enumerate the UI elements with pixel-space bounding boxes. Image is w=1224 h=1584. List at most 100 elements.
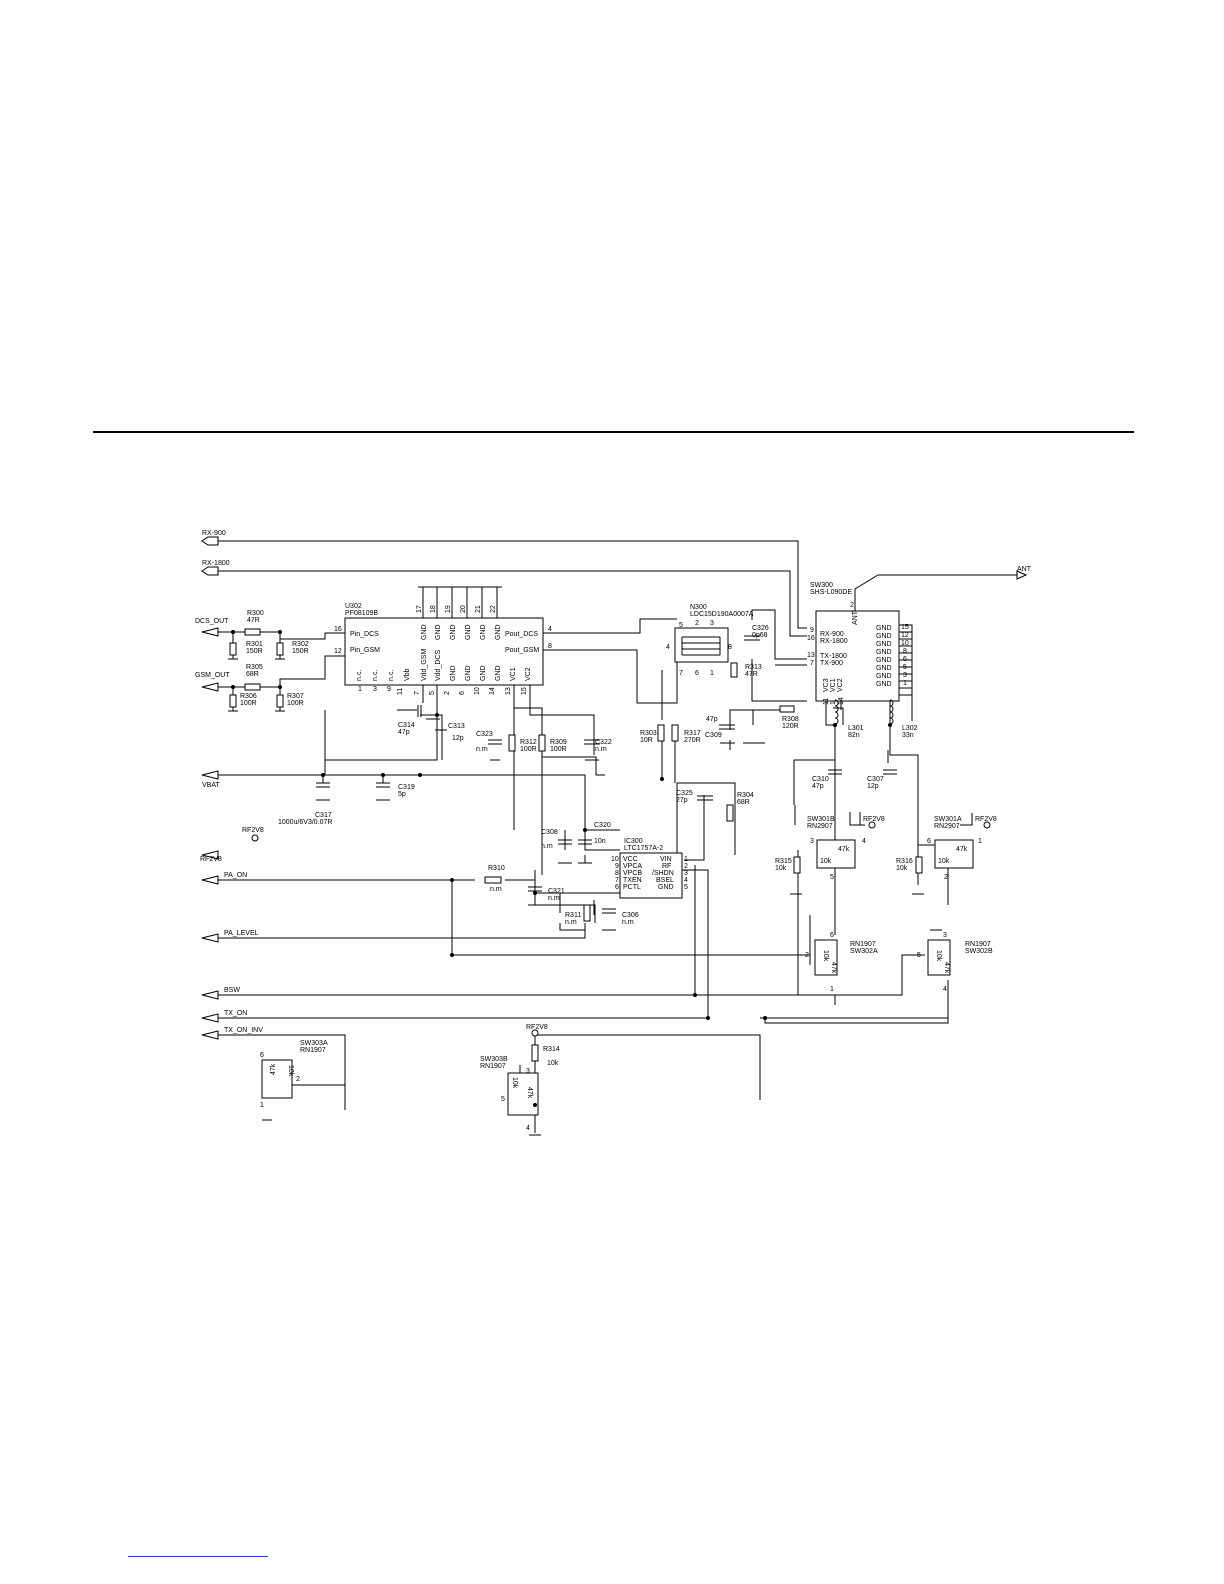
sw302b-r2: 47k: [943, 962, 950, 974]
sw300-gnd1: GND: [876, 625, 892, 632]
c326-ref: C326: [752, 625, 769, 632]
r311-value: n.m: [565, 919, 577, 926]
u302-bot-vbb: Vbb: [404, 668, 411, 681]
sw302b-pin3: 3: [943, 932, 947, 939]
u302-ref: U302: [345, 603, 362, 610]
u302-pin-gsm: Pin_GSM: [350, 647, 380, 654]
inductor-bodies: [834, 699, 894, 725]
c307-value: 12p: [867, 783, 879, 790]
sw303b-pin3: 3: [526, 1068, 530, 1075]
sw301a-pin2: 2: [944, 874, 948, 881]
c310-ref: C310: [812, 776, 829, 783]
r306-ref: R306: [240, 693, 257, 700]
ground-symbols: [228, 658, 942, 1136]
sw300-gnd3: GND: [876, 641, 892, 648]
components: [261, 586, 974, 1116]
sw300-tx900: TX-900: [820, 660, 843, 667]
c322-value: n.m: [595, 746, 607, 753]
r302-value: 150R: [292, 648, 309, 655]
port-tx-on: TX_ON: [224, 1010, 247, 1017]
ic300-txen: TXEN: [623, 877, 642, 884]
sw300-gnd2: GND: [876, 633, 892, 640]
u302-pin-dcs: Pin_DCS: [350, 631, 379, 638]
r308-ref: R308: [782, 716, 799, 723]
u302-top-gnd-1: GND: [421, 624, 428, 640]
c313-ref: C313: [448, 723, 465, 730]
l302-ref: L302: [902, 725, 918, 732]
u302-pin6: 6: [459, 691, 466, 695]
r316-ref: R316: [896, 858, 913, 865]
n300-pin4: 4: [666, 644, 670, 651]
ic300-pin4: 4: [684, 877, 688, 884]
c306-value: n.m: [622, 919, 634, 926]
r300-ref: R300: [247, 610, 264, 617]
supply-symbols: [251, 821, 991, 1037]
sw303b-ref: SW303B: [480, 1056, 508, 1063]
c309-value: 47p: [706, 716, 718, 723]
r313-ref: R313: [745, 664, 762, 671]
c309-ref: C309: [705, 732, 722, 739]
sw300-ref: SW300: [810, 582, 833, 589]
labels: RX-900 RX-1800 DCS_OUT GSM_OUT VBAT RF2V…: [195, 530, 1032, 1132]
sw302b-r1: 10k: [935, 950, 942, 962]
footer-link-underline[interactable]: [128, 1556, 268, 1557]
sw300-pin1-vc: 1: [830, 701, 837, 705]
r304-value: 68R: [737, 799, 750, 806]
sw300-pin9: 9: [810, 627, 814, 634]
c314-ref: C314: [398, 722, 415, 729]
port-bsw: BSW: [224, 987, 240, 994]
port-pa-on: PA_ON: [224, 872, 247, 879]
c323-ref: C323: [476, 731, 493, 738]
sw301a-r2: 10k: [938, 858, 950, 865]
sw300-vc2: VC2: [837, 678, 844, 692]
c323-value: n.m: [476, 746, 488, 753]
u302-bot-vc2: VC2: [525, 667, 532, 681]
r305-ref: R305: [246, 664, 263, 671]
u302-pin12: 12: [334, 648, 342, 655]
port-rx1800: RX-1800: [202, 560, 230, 567]
sw302a-pin6: 6: [830, 932, 834, 939]
sw303a-ref: SW303A: [300, 1040, 328, 1047]
ic300-vcc: VCC: [623, 856, 638, 863]
sw300-pin7: 7: [810, 660, 814, 667]
u302-top-18: 18: [430, 605, 437, 613]
u302-pin2: 2: [444, 691, 451, 695]
sw300-gpin8: 8: [903, 648, 907, 655]
port-vbat: VBAT: [202, 782, 220, 789]
port-ant: ANT: [1017, 566, 1032, 573]
sw301b-pin4: 4: [862, 838, 866, 845]
sw300-vc1: VC1: [830, 678, 837, 692]
r310-ref: R310: [488, 865, 505, 872]
n300-pin5: 5: [679, 622, 683, 629]
u302-bot-gnd1: GND: [450, 665, 457, 681]
sw303a-pin1: 1: [260, 1102, 264, 1109]
sw300-rx900: RX-900: [820, 631, 844, 638]
u302-pin13: 13: [505, 687, 512, 695]
sw301b-rf2v8: RF2V8: [863, 816, 885, 823]
sw303b-part: RN1907: [480, 1063, 506, 1070]
sw300-ant-pin: 2: [850, 602, 854, 609]
u302-bot-gnd2: GND: [465, 665, 472, 681]
r301-value: 150R: [246, 648, 263, 655]
u302-pout-dcs: Pout_DCS: [505, 631, 538, 638]
r314-value: 10k: [547, 1060, 559, 1067]
r308-value: 120R: [782, 723, 799, 730]
sw300-vc3: VC3: [823, 678, 830, 692]
sw301b-pin3: 3: [810, 838, 814, 845]
c308-value: n.m: [541, 843, 553, 850]
u302-pin16: 16: [334, 626, 342, 633]
sw301a-pin6: 6: [927, 838, 931, 845]
sw302b-pin4: 4: [943, 986, 947, 993]
u302-bot-nc3: n.c.: [388, 670, 395, 681]
n300-pin7: 7: [679, 670, 683, 677]
ic300-pin7: 7: [615, 877, 619, 884]
rf-schematic: RX-900 RX-1800 DCS_OUT GSM_OUT VBAT RF2V…: [195, 530, 1032, 1136]
r315-value: 10k: [775, 865, 787, 872]
sw301b-part: RN2907: [807, 823, 833, 830]
sw300-gpin10: 10: [901, 640, 909, 647]
u302-pin3: 3: [373, 686, 377, 693]
u302-pin11: 11: [397, 688, 404, 695]
sw301a-r1: 47k: [956, 846, 968, 853]
u302-part: PF08109B: [345, 610, 378, 617]
c306-ref: C306: [622, 912, 639, 919]
